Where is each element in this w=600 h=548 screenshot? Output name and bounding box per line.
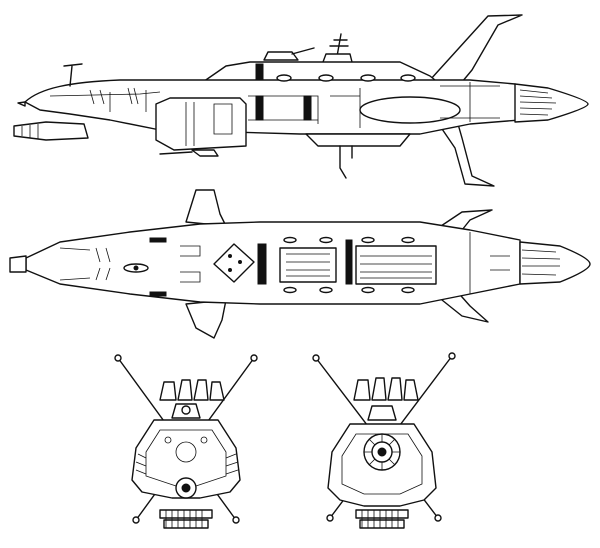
top-bow-cap bbox=[9, 255, 27, 273]
side-panel-stripe bbox=[255, 63, 264, 81]
top-porthole bbox=[283, 236, 297, 244]
top-engine-nozzle bbox=[519, 241, 591, 285]
front-main-body bbox=[131, 419, 241, 499]
side-front-gun-pod bbox=[13, 121, 89, 141]
rear-tower bbox=[367, 405, 397, 421]
side-porthole bbox=[276, 74, 292, 82]
side-bow-tip bbox=[17, 101, 26, 107]
top-cube-block bbox=[213, 243, 255, 283]
rear-top-fins bbox=[353, 377, 419, 401]
rear-bottom-gear bbox=[355, 509, 409, 519]
front-bottom-gear bbox=[159, 509, 213, 519]
side-top-turret bbox=[263, 51, 299, 61]
top-panel-stripe bbox=[257, 243, 267, 285]
side-gun-blister bbox=[155, 97, 247, 151]
side-keel-pod bbox=[305, 133, 411, 147]
front-top-fins bbox=[159, 379, 225, 401]
